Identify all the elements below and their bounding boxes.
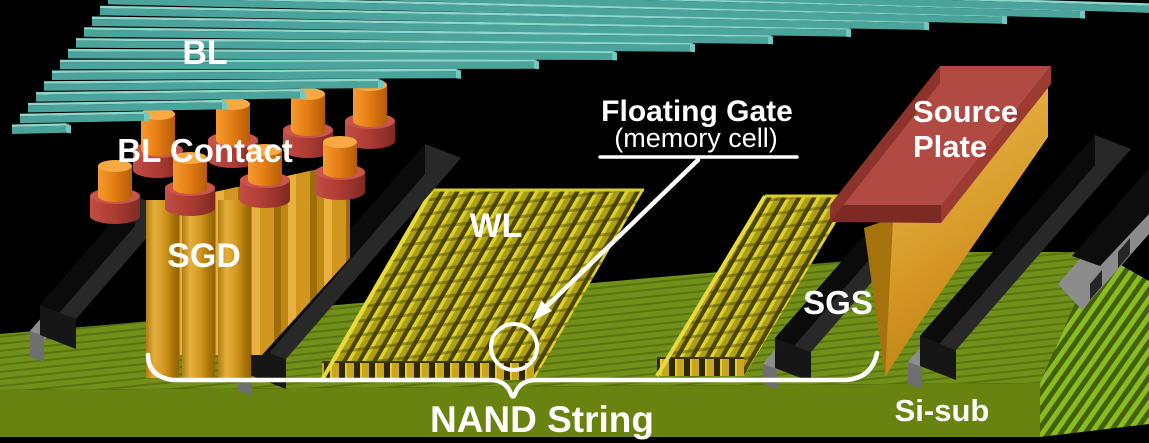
label-si-sub: Si-sub: [895, 393, 990, 428]
label-source: Source: [913, 94, 1018, 129]
floating-gate-comb: [322, 362, 534, 380]
substrate-front-face: [0, 383, 1040, 437]
source-plate-end: [830, 205, 941, 223]
label-nand-string: NAND String: [430, 399, 654, 440]
bit-lines: [12, 0, 1149, 134]
source-plate-left-face: [830, 66, 940, 222]
memory-cell-circle: [489, 322, 539, 372]
source-plate-right-face: [941, 66, 1051, 223]
bit-line: [12, 123, 71, 134]
select-gate-slab-right: [908, 135, 1131, 389]
pillar: [182, 200, 215, 378]
wordline-array-right: [655, 194, 852, 378]
bit-line: [108, 0, 1007, 25]
label-wl: WL: [470, 207, 523, 245]
label-plate: Plate: [913, 129, 987, 164]
slab-endcap: [920, 336, 956, 380]
label-bl-contact: BL Contact: [117, 132, 292, 169]
select-gate-slab-far-left: [30, 196, 171, 362]
pillar: [218, 200, 251, 378]
label-memory-cell: (memory cell): [614, 123, 778, 153]
labels: BL BL Contact SGD WL Floating Gate (memo…: [117, 34, 1018, 440]
sgd-pillars: [146, 162, 350, 378]
bit-line: [92, 16, 851, 38]
bl-contact-stack: [90, 160, 140, 224]
bit-line: [20, 111, 149, 124]
pedestal-endcap: [908, 362, 922, 389]
bl-contact-stack: [165, 152, 215, 216]
blade-left-sliver: [864, 218, 893, 377]
select-gate-slab-far-right: [1058, 168, 1149, 310]
floating-gate-comb: [657, 358, 744, 376]
source-plate-top: [830, 66, 1051, 205]
label-floating-gate: Floating Gate: [601, 95, 793, 128]
source-plate: [830, 66, 1051, 223]
label-sgs: SGS: [803, 284, 873, 321]
bl-contact-stack: [208, 98, 258, 168]
bl-contacts-front-row: [90, 136, 365, 224]
bit-line: [68, 48, 617, 61]
source-line-blade: [864, 88, 1048, 377]
slab-front: [920, 135, 1095, 366]
bit-line: [36, 89, 305, 102]
bl-contact-stack: [283, 88, 333, 158]
bit-line: [367, 0, 1085, 19]
nand-string-brace: [145, 350, 880, 399]
label-sgd: SGD: [167, 237, 241, 275]
bl-contact-stack: [240, 144, 290, 208]
bit-line: [28, 99, 227, 113]
pillar: [146, 200, 179, 378]
wl-fins-rows: [657, 196, 852, 376]
bit-line: [711, 0, 1149, 13]
bl-contact-stack: [315, 136, 365, 200]
floating-gate-arrowhead: [532, 300, 552, 321]
label-bl: BL: [182, 34, 227, 72]
wl-fins-rows: [322, 190, 644, 380]
annotations: [145, 155, 880, 399]
bit-line: [52, 68, 461, 80]
floating-gate-arrow-line: [544, 157, 701, 309]
wordline-array-left: [320, 188, 644, 382]
blade-right-face: [885, 88, 1048, 377]
bit-line: [76, 38, 695, 53]
bit-line: [44, 78, 383, 91]
bit-line: [100, 5, 929, 31]
bit-line: [84, 27, 773, 45]
bl-contact-stack: [133, 108, 183, 178]
bit-line: [60, 59, 539, 70]
substrate-right-ridged-face: [1040, 252, 1149, 437]
